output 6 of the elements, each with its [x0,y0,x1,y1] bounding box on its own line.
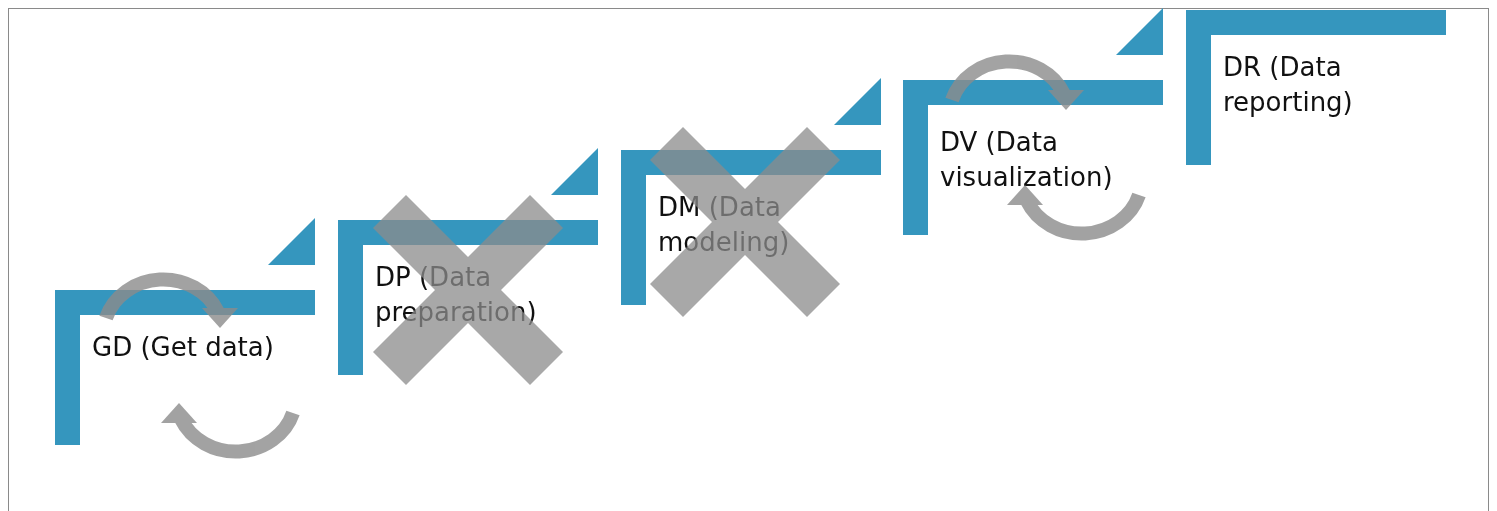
step-label: GD (Get data) [92,331,275,364]
step-shape [55,290,315,445]
step-shape [1186,10,1446,165]
step-label: DR (Data reporting) [1223,51,1354,119]
step-shape [903,80,1163,235]
step-label: DV (Data visualization) [940,126,1114,194]
